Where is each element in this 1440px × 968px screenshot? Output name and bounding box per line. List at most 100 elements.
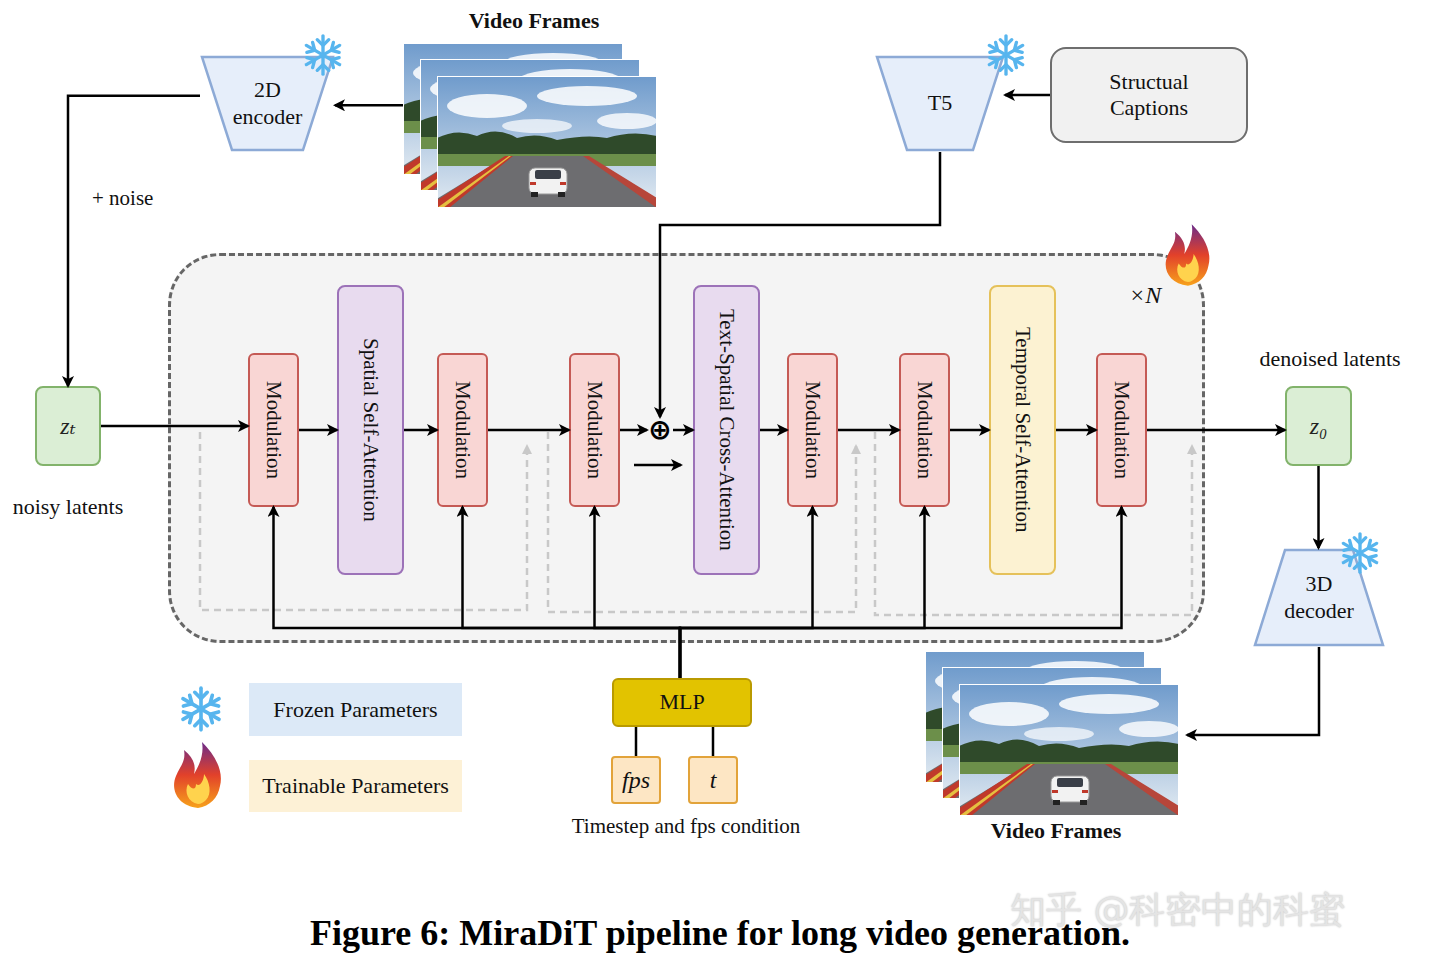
add-symbol: ⊕: [647, 417, 673, 443]
trainable-icon: [1166, 224, 1210, 286]
attention-box: Spatial Self-Attention: [337, 285, 404, 575]
node-label: t: [710, 766, 717, 795]
connector: [680, 507, 813, 678]
video-frame-images: [403, 42, 665, 213]
video-frame: [422, 76, 665, 208]
latent-symbol: z₀: [1310, 413, 1328, 440]
edge-label: + noise: [92, 186, 153, 211]
trainable-icon: [174, 742, 221, 808]
frame-stack: [403, 42, 665, 213]
node-label: 2D encoder: [223, 77, 313, 130]
frozen-icon: [304, 36, 343, 74]
node-label: Modulation: [450, 381, 475, 479]
frames-heading: Video Frames: [925, 818, 1187, 844]
condition-box: fps: [611, 756, 661, 804]
frozen-icon: [180, 688, 222, 730]
connector: [335, 104, 403, 107]
latent-caption: noisy latents: [13, 494, 124, 520]
modulation-box: Modulation: [787, 353, 838, 507]
latent-shape: z₀: [1285, 386, 1352, 466]
connector: [673, 429, 693, 432]
legend-label: Frozen Parameters: [273, 697, 437, 723]
legend-swatch: Frozen Parameters: [249, 683, 462, 736]
node-label: Temporal Self-Attention: [1010, 327, 1035, 533]
frame-stack: [925, 650, 1187, 820]
skip-line: [548, 432, 856, 612]
connector: [101, 425, 248, 428]
connector: [1056, 429, 1096, 432]
t5-trapezoid: T5: [875, 55, 1005, 152]
connector: [680, 507, 1122, 678]
attention-box: Text-Spatial Cross-Attention: [693, 285, 760, 575]
connector: [68, 96, 200, 386]
modulation-box: Modulation: [1096, 353, 1147, 507]
connector: [635, 727, 638, 756]
trapezoid-shape: [1255, 550, 1383, 645]
dit-block-container: ×N Modulation Spatial Self-Attention Modula…: [168, 253, 1205, 643]
legend-label: Trainable Parameters: [262, 773, 449, 799]
node-label: Spatial Self-Attention: [358, 338, 383, 522]
modulation-box: Modulation: [569, 353, 620, 507]
connector: [950, 429, 989, 432]
latent-symbol: zₜ: [60, 412, 75, 440]
repeat-label: ×N: [1129, 282, 1161, 309]
connector: [1317, 466, 1320, 548]
modulation-box: Modulation: [899, 353, 950, 507]
modulation-box: Modulation: [248, 353, 299, 507]
node-label: fps: [622, 766, 650, 795]
skip-connections: [200, 432, 1192, 615]
video-frames: Video Frames: [403, 8, 665, 213]
input-arrow: [634, 464, 681, 467]
condition-note: Timestep and fps condition: [536, 814, 836, 839]
connector: [299, 429, 337, 432]
frozen-icon: [987, 36, 1026, 74]
frozen-icon: [1341, 534, 1380, 572]
connector: [712, 727, 715, 756]
node-label: Modulation: [912, 381, 937, 479]
decoder-trapezoid: 3D decoder: [1253, 548, 1385, 647]
legend-swatch: Trainable Parameters: [249, 760, 462, 812]
trapezoid-shape: [202, 57, 333, 150]
condition-box: t: [688, 756, 738, 804]
connector: [760, 429, 787, 432]
connector: [1005, 94, 1050, 97]
latent-box: zₜnoisy latents: [20, 386, 116, 521]
video-frame-images: [925, 650, 1187, 820]
node-label: Modulation: [261, 381, 286, 479]
latent-box: z₀ denoised latents: [1255, 346, 1405, 468]
connector: [620, 429, 647, 432]
encoder-trapezoid: 2D encoder: [200, 55, 335, 152]
connector: [838, 429, 899, 432]
modulation-box: Modulation: [437, 353, 488, 507]
trapezoid-shape: [877, 57, 1003, 150]
node-label: MLP: [659, 689, 704, 715]
connector: [1187, 647, 1319, 735]
add-glyph: ⊕: [648, 416, 671, 444]
connector: [463, 507, 681, 678]
label-wrap: 3D decoder: [1253, 548, 1385, 647]
attention-box: Temporal Self-Attention: [989, 285, 1056, 575]
connector: [1147, 429, 1285, 432]
node-label: Structual Captions: [1074, 69, 1224, 122]
skip-line: [875, 432, 1192, 615]
connector: [404, 429, 437, 432]
node-label: Text-Spatial Cross-Attention: [714, 309, 739, 551]
watermark: 知乎 @科密中的科蜜: [1010, 886, 1345, 935]
connector: [274, 507, 681, 678]
node-label: Modulation: [582, 381, 607, 479]
skip-line: [200, 432, 527, 610]
caption-box: Structual Captions: [1050, 47, 1248, 143]
node-label: T5: [928, 90, 952, 116]
latent-shape: zₜ: [35, 386, 101, 466]
video-frame: [944, 684, 1187, 816]
node-label: Modulation: [800, 381, 825, 479]
connector: [680, 507, 925, 678]
connector: [488, 429, 569, 432]
node-label: 3D decoder: [1274, 571, 1364, 624]
mlp-box: MLP: [612, 678, 752, 727]
label-wrap: 2D encoder: [200, 55, 335, 152]
connector: [595, 507, 681, 678]
frames-heading: Video Frames: [403, 8, 665, 34]
latent-caption: denoised latents: [1259, 346, 1400, 372]
